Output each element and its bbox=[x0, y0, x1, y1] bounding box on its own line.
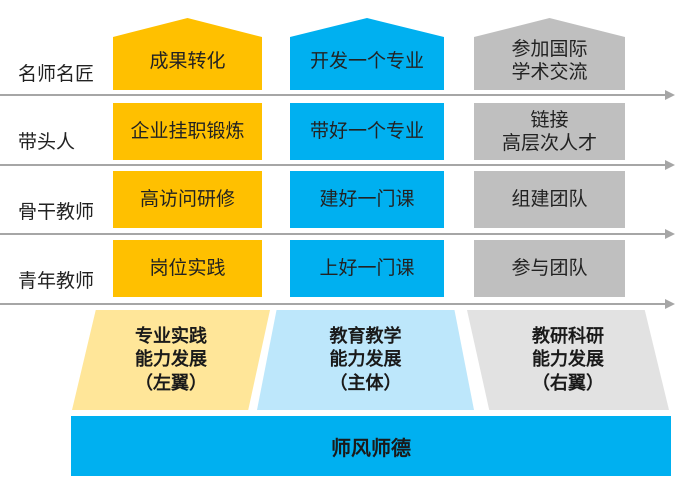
arrow-line-4 bbox=[0, 303, 667, 305]
arrow-line-3 bbox=[0, 233, 667, 235]
col1-item-1: 成果转化 bbox=[113, 18, 262, 90]
col2-item-3: 建好一门课 bbox=[290, 171, 444, 228]
level-label-2: 带头人 bbox=[18, 131, 76, 153]
col3-item-4: 参与团队 bbox=[474, 240, 625, 297]
level-label-3: 骨干教师 bbox=[18, 201, 95, 223]
arrow-head-1 bbox=[665, 90, 675, 100]
col3-item-2: 链接 高层次人才 bbox=[474, 103, 625, 160]
arrow-line-1 bbox=[0, 94, 667, 96]
col3-item-3: 组建团队 bbox=[474, 171, 625, 228]
col2-item-2: 带好一个专业 bbox=[290, 103, 444, 160]
foundation-base: 师风师德 bbox=[71, 416, 671, 476]
col1-item-3: 高访问研修 bbox=[113, 171, 262, 228]
wing-right: 教研科研 能力发展 （右翼） bbox=[467, 310, 669, 410]
wing-left: 专业实践 能力发展 （左翼） bbox=[72, 310, 270, 410]
col2-item-1: 开发一个专业 bbox=[290, 18, 444, 90]
arrow-head-4 bbox=[665, 299, 675, 309]
col1-item-4: 岗位实践 bbox=[113, 240, 262, 297]
col3-item-1: 参加国际 学术交流 bbox=[474, 18, 625, 90]
arrow-line-2 bbox=[0, 164, 667, 166]
wing-main: 教育教学 能力发展 （主体） bbox=[257, 310, 474, 410]
arrow-head-3 bbox=[665, 229, 675, 239]
col1-item-2: 企业挂职锻炼 bbox=[113, 103, 262, 160]
arrow-head-2 bbox=[665, 160, 675, 170]
level-label-1: 名师名匠 bbox=[18, 63, 95, 85]
col2-item-4: 上好一门课 bbox=[290, 240, 444, 297]
level-label-4: 青年教师 bbox=[18, 270, 95, 292]
